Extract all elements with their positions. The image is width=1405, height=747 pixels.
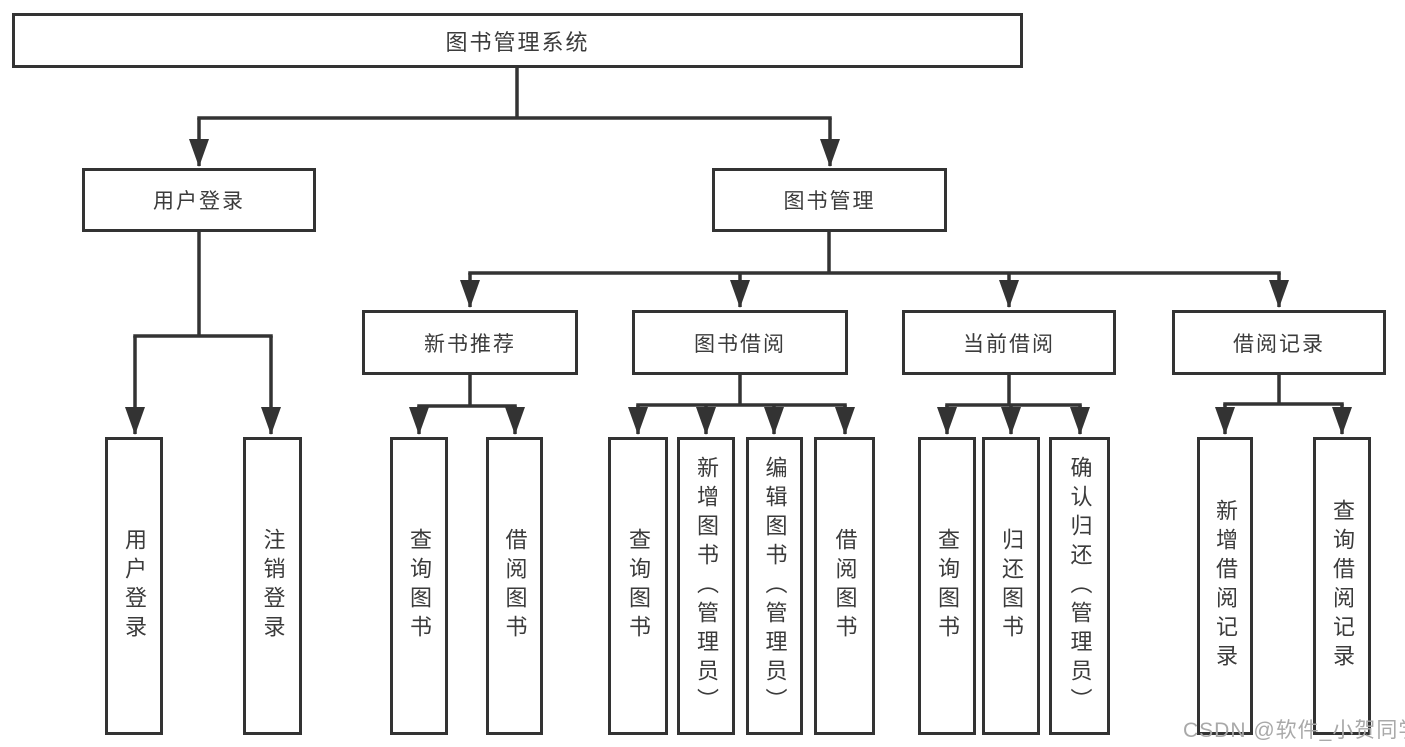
leaf-query-books-current: 查询图书 <box>918 437 976 735</box>
node-user-login: 用户登录 <box>82 168 316 232</box>
node-new-book-recommend-label: 新书推荐 <box>424 332 516 356</box>
leaf-confirm-return-admin-label: 确认归还（管理员） <box>1067 455 1093 717</box>
node-book-borrow-label: 图书借阅 <box>694 332 786 356</box>
leaf-query-books-current-label: 查询图书 <box>935 528 960 644</box>
leaf-user-login-label: 用户登录 <box>122 528 147 644</box>
node-current-borrow: 当前借阅 <box>902 310 1116 375</box>
leaf-query-borrow-record: 查询借阅记录 <box>1313 437 1371 735</box>
node-new-book-recommend: 新书推荐 <box>362 310 578 375</box>
node-book-mgmt-label: 图书管理 <box>783 190 876 213</box>
leaf-query-books-recommend-label: 查询图书 <box>407 528 432 644</box>
leaf-borrow-books-recommend-label: 借阅图书 <box>502 528 528 644</box>
csdn-watermark: CSDN @软件_小贺同学 <box>1183 719 1405 742</box>
node-borrow-record-label: 借阅记录 <box>1233 332 1325 356</box>
connector-root-branch <box>197 64 832 120</box>
leaf-borrow-books-label: 借阅图书 <box>832 528 858 644</box>
leaf-query-borrow-record-label: 查询借阅记录 <box>1330 499 1355 673</box>
connector-book-mgmt-branch <box>468 230 1281 275</box>
leaf-edit-book-admin-label: 编辑图书（管理员） <box>762 455 788 717</box>
leaf-edit-book-admin: 编辑图书（管理员） <box>746 437 803 735</box>
leaf-borrow-books: 借阅图书 <box>814 437 875 735</box>
leaf-borrow-books-recommend: 借阅图书 <box>486 437 543 735</box>
connector-borrow-record-branch <box>1223 373 1344 406</box>
leaf-add-borrow-record-label: 新增借阅记录 <box>1213 499 1238 673</box>
leaf-logout: 注销登录 <box>243 437 302 735</box>
node-book-mgmt: 图书管理 <box>712 168 947 232</box>
leaf-return-book: 归还图书 <box>982 437 1040 735</box>
connector-book-borrow-branch <box>636 373 847 407</box>
leaf-query-books-recommend: 查询图书 <box>390 437 448 735</box>
node-root: 图书管理系统 <box>12 13 1023 68</box>
connector-recommend-branch <box>417 373 517 408</box>
node-book-borrow: 图书借阅 <box>632 310 848 375</box>
leaf-add-borrow-record: 新增借阅记录 <box>1197 437 1253 735</box>
leaf-logout-label: 注销登录 <box>260 528 286 644</box>
node-borrow-record: 借阅记录 <box>1172 310 1386 375</box>
leaf-add-book-admin-label: 新增图书（管理员） <box>694 455 719 717</box>
node-current-borrow-label: 当前借阅 <box>963 332 1055 356</box>
node-user-login-label: 用户登录 <box>153 190 245 213</box>
connector-current-borrow-branch <box>945 373 1082 407</box>
leaf-query-books-borrow-label: 查询图书 <box>626 528 651 644</box>
leaf-query-books-borrow: 查询图书 <box>608 437 668 735</box>
leaf-add-book-admin: 新增图书（管理员） <box>677 437 735 735</box>
connector-user-login-branch <box>133 230 273 338</box>
leaf-confirm-return-admin: 确认归还（管理员） <box>1049 437 1110 735</box>
node-root-label: 图书管理系统 <box>445 29 590 55</box>
leaf-return-book-label: 归还图书 <box>999 528 1024 644</box>
leaf-user-login: 用户登录 <box>105 437 163 735</box>
